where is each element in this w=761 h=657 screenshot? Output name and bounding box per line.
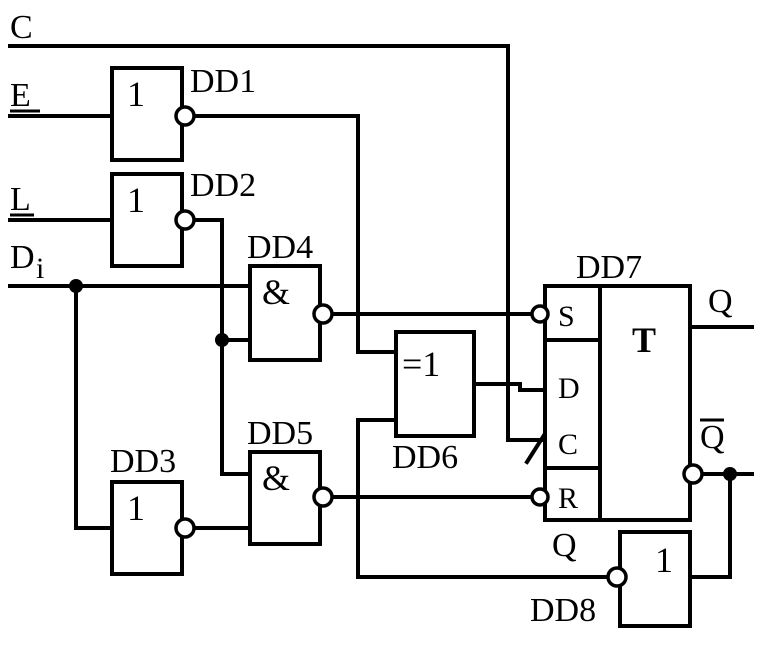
wire-c — [8, 44, 547, 442]
gate-dd2-inverter-bubble — [174, 209, 196, 231]
signal-di-label: D — [10, 239, 35, 276]
wire-di-branch — [74, 284, 114, 530]
gate-dd2-symbol: 1 — [127, 180, 145, 220]
gate-dd1-inverter-bubble — [174, 105, 196, 127]
pin-r-inverter-bubble — [530, 487, 550, 507]
pin-s-label: S — [558, 300, 575, 333]
gate-dd6-label: DD6 — [392, 439, 458, 476]
flip-flop-dd7-symbol: T — [632, 320, 656, 360]
gate-dd2: 1 DD2 — [110, 167, 256, 268]
gate-dd3-label: DD3 — [110, 443, 176, 480]
pin-d-label: D — [558, 372, 580, 405]
gate-dd3: 1 DD3 — [110, 443, 196, 576]
wire-dd6-out — [472, 382, 547, 392]
gate-dd8-inverter-bubble — [606, 566, 628, 588]
gate-dd8-label: DD8 — [530, 592, 596, 629]
junction-di — [69, 279, 83, 293]
gate-dd6: =1 DD6 — [392, 330, 476, 476]
gate-dd5: & DD5 — [247, 415, 334, 546]
gate-dd6-symbol: =1 — [402, 344, 440, 384]
flip-flop-dd7: DD7 T S D C R — [530, 249, 704, 522]
pin-c-label: C — [558, 428, 578, 461]
wire-q-bar-feedback — [690, 472, 732, 579]
gate-dd5-symbol: & — [262, 458, 290, 498]
q-bar-inverter-bubble — [682, 463, 704, 485]
signal-l-label: L — [10, 181, 31, 218]
junction-q-bar — [723, 467, 737, 481]
gate-dd5-inverter-bubble — [312, 486, 334, 508]
gate-dd8: 1 DD8 Q — [530, 527, 692, 629]
gate-dd1: 1 DD1 — [110, 63, 256, 162]
output-q-bar-label: Q — [700, 419, 725, 456]
gate-dd5-label: DD5 — [247, 415, 313, 452]
junction-dd2 — [215, 333, 229, 347]
wire-dd8-to-dd6 — [356, 418, 611, 579]
signal-c-label: C — [10, 9, 33, 46]
signal-e-label: E — [10, 77, 31, 114]
pin-r-label: R — [558, 482, 578, 515]
dd8-input-q-label: Q — [552, 527, 577, 564]
gate-dd1-symbol: 1 — [127, 74, 145, 114]
gate-dd2-label: DD2 — [190, 167, 256, 204]
output-q-label: Q — [708, 283, 733, 320]
signal-di-subscript: i — [36, 252, 44, 285]
gate-dd3-inverter-bubble — [174, 517, 196, 539]
gate-dd8-symbol: 1 — [655, 540, 673, 580]
gate-dd4: & DD4 — [247, 229, 334, 362]
gate-dd1-label: DD1 — [190, 63, 256, 100]
gate-dd3-symbol: 1 — [127, 488, 145, 528]
gate-dd4-label: DD4 — [247, 229, 313, 266]
gate-dd4-symbol: & — [262, 272, 290, 312]
flip-flop-dd7-label: DD7 — [576, 249, 642, 286]
pin-s-inverter-bubble — [530, 304, 550, 324]
wire-dd1-out — [192, 114, 398, 354]
gate-dd4-inverter-bubble — [312, 303, 334, 325]
